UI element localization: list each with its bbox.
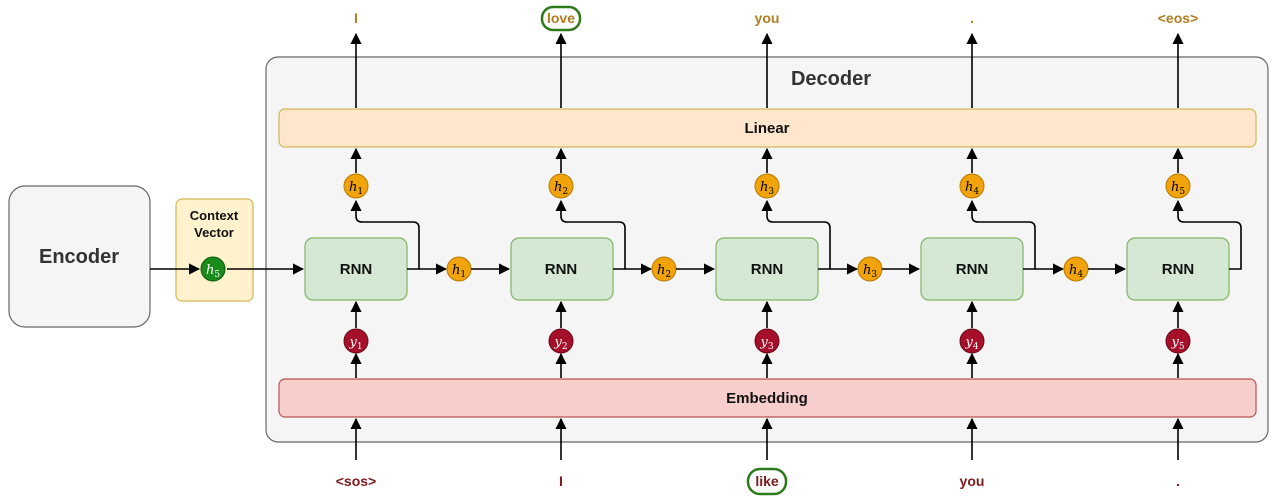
rnn-cell-5-label: RNN <box>1162 261 1195 278</box>
hidden-node-2 <box>548 173 574 199</box>
hidden-node-4 <box>959 173 985 199</box>
context-vector-box <box>175 198 254 302</box>
embedding-node-2-label: y2 <box>553 335 567 352</box>
output-word-4: . <box>970 10 974 26</box>
rnn-cell-4-label: RNN <box>956 261 989 278</box>
hidden-loop-arrow-4 <box>966 199 1036 270</box>
embedding-node-2 <box>548 328 574 354</box>
encoder-box <box>8 185 151 328</box>
hidden-node-5 <box>1165 173 1191 199</box>
output-word-2: love <box>547 10 575 26</box>
embedding-node-3-label: y3 <box>759 335 773 352</box>
decoder-columns: RNNy1h1I<sos>RNNy2h2loveIRNNy3h3youlikeR… <box>304 5 1242 496</box>
hidden-loop-arrow-3 <box>761 199 831 270</box>
hidden-node-3-label: h3 <box>760 180 774 197</box>
embedding-layer <box>278 378 1257 418</box>
embedding-label: Embedding <box>726 390 808 407</box>
input-word-5: . <box>1176 473 1180 489</box>
decoder-label: Decoder <box>791 68 871 90</box>
hidden-node-3 <box>754 173 780 199</box>
embedding-node-1 <box>343 328 369 354</box>
context-label-line1: Context <box>190 208 239 223</box>
hidden-node-1-label: h1 <box>349 180 363 197</box>
input-word-2: I <box>559 473 563 489</box>
recurrent-node-4-label: h4 <box>1069 263 1083 280</box>
output-word-1: I <box>354 10 358 26</box>
rnn-cell-1-label: RNN <box>340 261 373 278</box>
input-highlight-ring <box>746 467 788 496</box>
hidden-loop-arrow-5 <box>1172 199 1242 270</box>
recurrent-node-2-label: h2 <box>657 263 671 280</box>
hidden-loop-arrow-1 <box>350 199 420 270</box>
output-highlight-ring <box>540 5 582 32</box>
input-word-4: you <box>960 473 985 489</box>
context-state-label: h5 <box>206 263 220 280</box>
embedding-node-3 <box>754 328 780 354</box>
embedding-node-5-label: y5 <box>1170 335 1184 352</box>
hidden-node-4-label: h4 <box>965 180 979 197</box>
recurrent-node-1-label: h1 <box>452 263 466 280</box>
embedding-node-4-label: y4 <box>964 335 978 352</box>
embedding-node-1-label: y1 <box>348 335 362 352</box>
input-word-3: like <box>755 473 779 489</box>
hidden-node-1 <box>343 173 369 199</box>
linear-label: Linear <box>744 120 789 137</box>
context-label-line2: Vector <box>194 225 234 240</box>
output-word-3: you <box>755 10 780 26</box>
hidden-node-5-label: h5 <box>1171 180 1185 197</box>
encoder-label: Encoder <box>39 246 119 268</box>
input-word-1: <sos> <box>336 473 376 489</box>
rnn-cell-3-label: RNN <box>751 261 784 278</box>
embedding-node-5 <box>1165 328 1191 354</box>
hidden-loop-arrow-2 <box>555 199 626 270</box>
recurrent-node-3-label: h3 <box>863 263 877 280</box>
rnn-cell-2-label: RNN <box>545 261 578 278</box>
context-state-node <box>200 256 226 282</box>
linear-layer <box>278 108 1257 148</box>
output-word-5: <eos> <box>1158 10 1198 26</box>
embedding-node-4 <box>959 328 985 354</box>
hidden-node-2-label: h2 <box>554 180 568 197</box>
